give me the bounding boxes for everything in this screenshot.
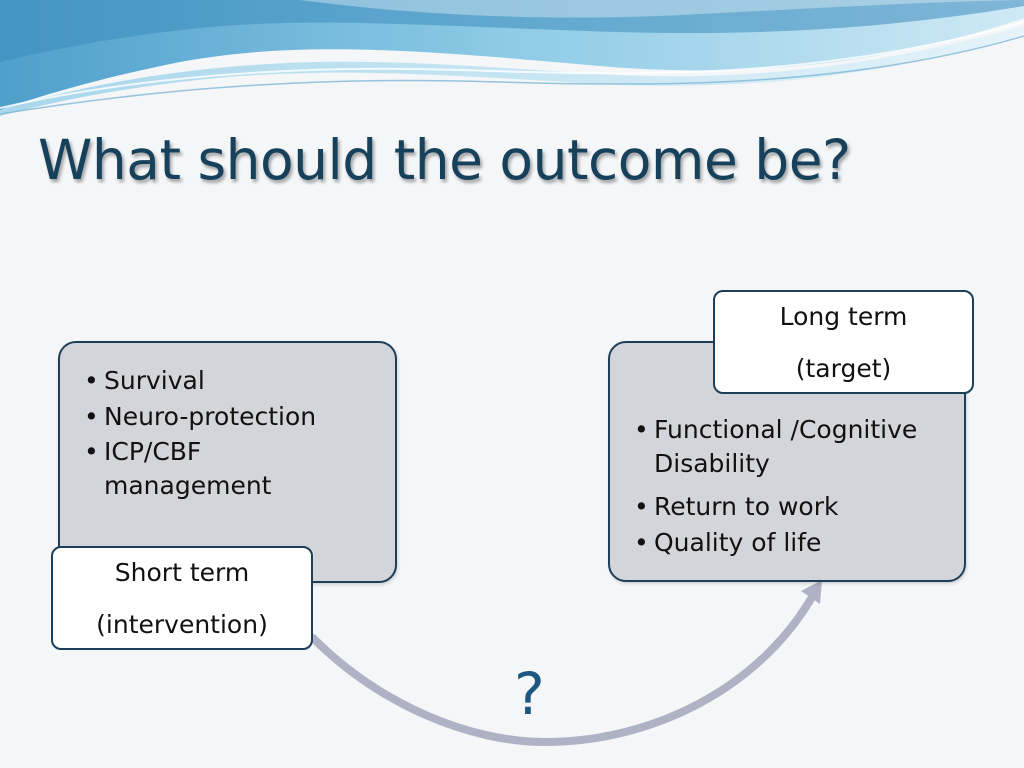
decorative-wave-banner [0,0,1024,116]
arrow-head [801,580,822,604]
long-term-label-line1: Long term [779,302,908,331]
short-term-label-line1: Short term [114,558,250,587]
question-mark: ? [514,660,545,728]
bullet-neuro-protection: Neuro-protection [82,399,395,435]
bullet-functional-cognitive-disability: Functional /Cognitive Disability [632,413,944,481]
short-term-label: Short term (intervention) [51,546,313,650]
short-term-card: Survival Neuro-protection ICP/CBF manage… [58,341,397,583]
short-term-label-line2: (intervention) [96,610,268,639]
arrow-curve [309,588,819,747]
short-term-bullet-list: Survival Neuro-protection ICP/CBF manage… [82,363,395,503]
long-term-label: Long term (target) [713,290,974,394]
long-term-bullet-list: Functional /Cognitive Disability Return … [632,413,964,561]
bullet-icp-cbf-management: ICP/CBF management [82,435,324,503]
bullet-survival: Survival [82,363,395,399]
bullet-quality-of-life: Quality of life [632,525,964,561]
slide-title: What should the outcome be? [38,128,851,192]
long-term-label-line2: (target) [795,354,892,383]
bullet-return-to-work: Return to work [632,489,964,525]
